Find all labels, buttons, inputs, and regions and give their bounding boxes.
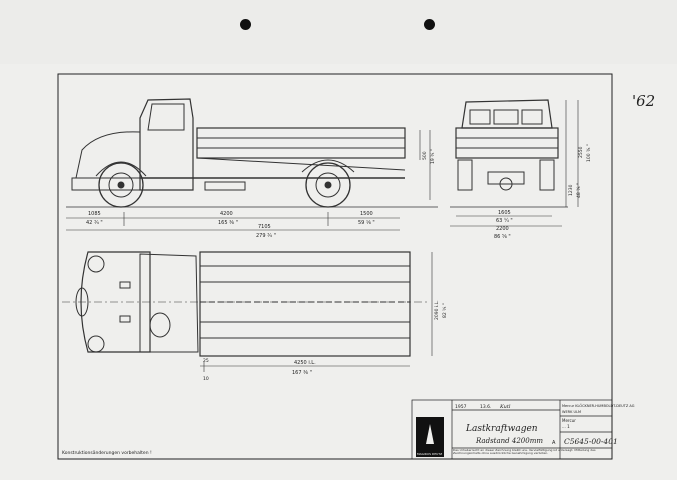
date-day: 13.6.	[480, 404, 491, 410]
construction-note: Konstruktionsänderungen vorbehalten !	[62, 450, 152, 456]
body-width-in-label: 82 ¼ "	[442, 303, 448, 318]
plan-dimensions	[200, 252, 433, 372]
side-height-label: 500	[422, 151, 428, 160]
platform-height-label: 2550	[578, 146, 584, 158]
front-overhang-in-label: 42 ¾ "	[86, 220, 103, 226]
front-track-label: 1605	[498, 210, 511, 216]
company-name: Mercur KLÖCKNER-HUMBOLDT-DEUTZ AG	[562, 403, 635, 408]
body-width-label: 2090 i.L.	[434, 300, 440, 320]
drawing-title: Lastkraftwagen	[465, 424, 538, 434]
ground-clearance-in-label: 48 ⅜ "	[576, 183, 582, 198]
page-note: '62	[632, 92, 655, 110]
wheelbase-in-label: 165 ⅜ "	[218, 220, 238, 226]
rear-overhang-in-label: 59 ⅛ "	[358, 220, 375, 226]
punch-hole-left	[240, 19, 251, 30]
wheelbase-label: 4200	[220, 211, 233, 217]
plan-mark-25: 25	[203, 358, 209, 364]
works-name: WERK ULM	[562, 410, 581, 414]
overall-length-in-label: 279 ¾ "	[256, 233, 276, 239]
front-overhang-label: 1085	[88, 211, 101, 217]
punch-hole-right	[424, 19, 435, 30]
overall-width-in-label: 86 ⅝ "	[494, 234, 511, 240]
side-view	[66, 98, 438, 208]
side-height-in-label: 19 ¾ "	[430, 149, 436, 164]
copyright-text: Das Urheberrecht an dieser Zeichnung ble…	[453, 449, 596, 456]
logo-emblem	[426, 424, 434, 444]
drawing-number: C5645-00-401	[564, 437, 618, 446]
logo-text: MAGIRUS DEUTZ	[417, 452, 442, 456]
model-line: Mercur	[562, 418, 576, 423]
rear-overhang-label: 1500	[360, 211, 373, 217]
title-block	[411, 399, 613, 460]
front-view	[450, 99, 568, 208]
side-dimensions	[66, 130, 431, 231]
overall-width-label: 2200	[496, 226, 509, 232]
overall-length-label: 7105	[258, 224, 271, 230]
body-length-in-label: 167 ⅜ "	[292, 370, 312, 376]
body-length-label: 4250 i.L.	[294, 360, 316, 366]
ground-clearance-label: 1230	[568, 184, 574, 196]
platform-height-in-label: 100 ⅜ "	[586, 144, 592, 162]
drawing-frame	[57, 73, 613, 460]
date-year: 1957	[455, 404, 467, 410]
model-code: ... 1	[562, 424, 570, 429]
sheet-letter: A	[552, 440, 556, 446]
plan-view	[62, 251, 430, 357]
drawing-subtitle: Radstand 4200mm	[475, 437, 543, 445]
front-track-in-label: 63 ¼ "	[496, 218, 513, 224]
plan-mark-10: 10	[203, 376, 209, 382]
front-dimensions	[450, 100, 579, 227]
date-signature: Kutl	[499, 404, 511, 410]
